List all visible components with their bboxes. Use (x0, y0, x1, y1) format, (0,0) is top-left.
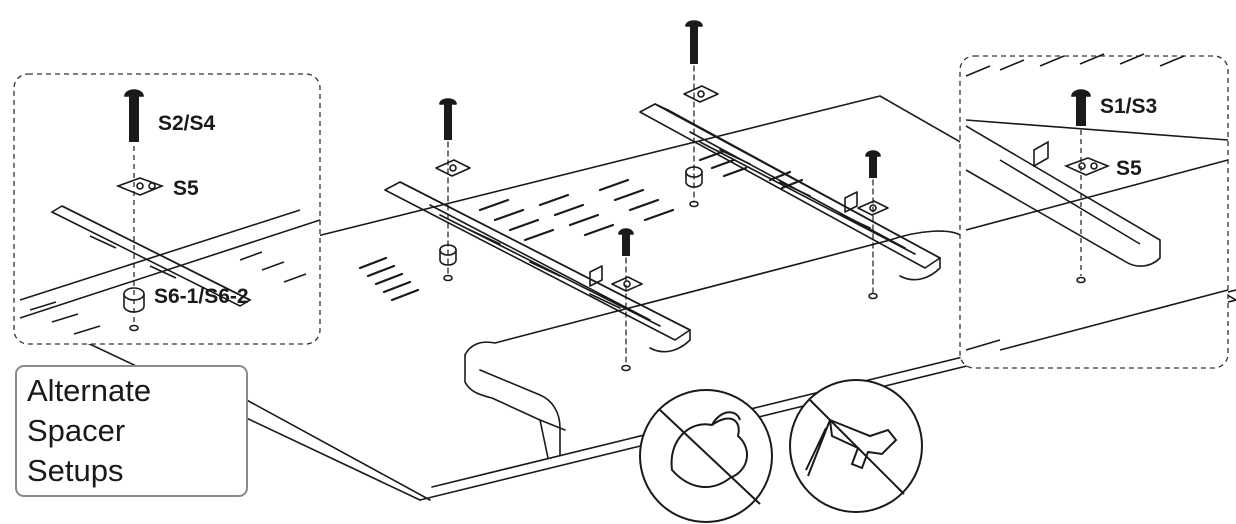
screw-icon (1071, 89, 1091, 126)
vent-slots (358, 150, 804, 302)
alignment-guides (447, 65, 874, 367)
screw-icon (439, 98, 457, 140)
screw-icon (618, 228, 634, 256)
washer-icon (611, 276, 643, 292)
mounting-holes (443, 200, 878, 372)
callout-left-washer: S5 (173, 177, 199, 200)
no-power-drill-icon (789, 379, 923, 513)
screw-icon (124, 89, 144, 142)
screw-icon (865, 150, 881, 178)
no-hand-tighten-force-icon (639, 389, 773, 523)
alternate-label-line3: Setups (27, 453, 124, 488)
washer-icon (683, 85, 719, 103)
alternate-spacer-setups-box: Alternate Spacer Setups (15, 365, 248, 497)
callout-right-washer: S5 (1116, 157, 1142, 180)
washer-icon (115, 177, 165, 196)
mounting-bracket-left (384, 181, 691, 353)
alternate-label-line2: Spacer (27, 413, 126, 448)
detail-inset-right (959, 53, 1229, 369)
detail-inset-left (13, 73, 321, 345)
alternate-label-line1: Alternate (27, 373, 152, 408)
washer-icon (435, 159, 471, 177)
screw-icon (685, 20, 703, 64)
mounting-bracket-right (639, 103, 941, 281)
callout-right-screw: S1/S3 (1100, 95, 1158, 118)
callout-left-spacer: S6-1/S6-2 (154, 285, 249, 308)
callout-left-screw: S2/S4 (158, 112, 216, 135)
